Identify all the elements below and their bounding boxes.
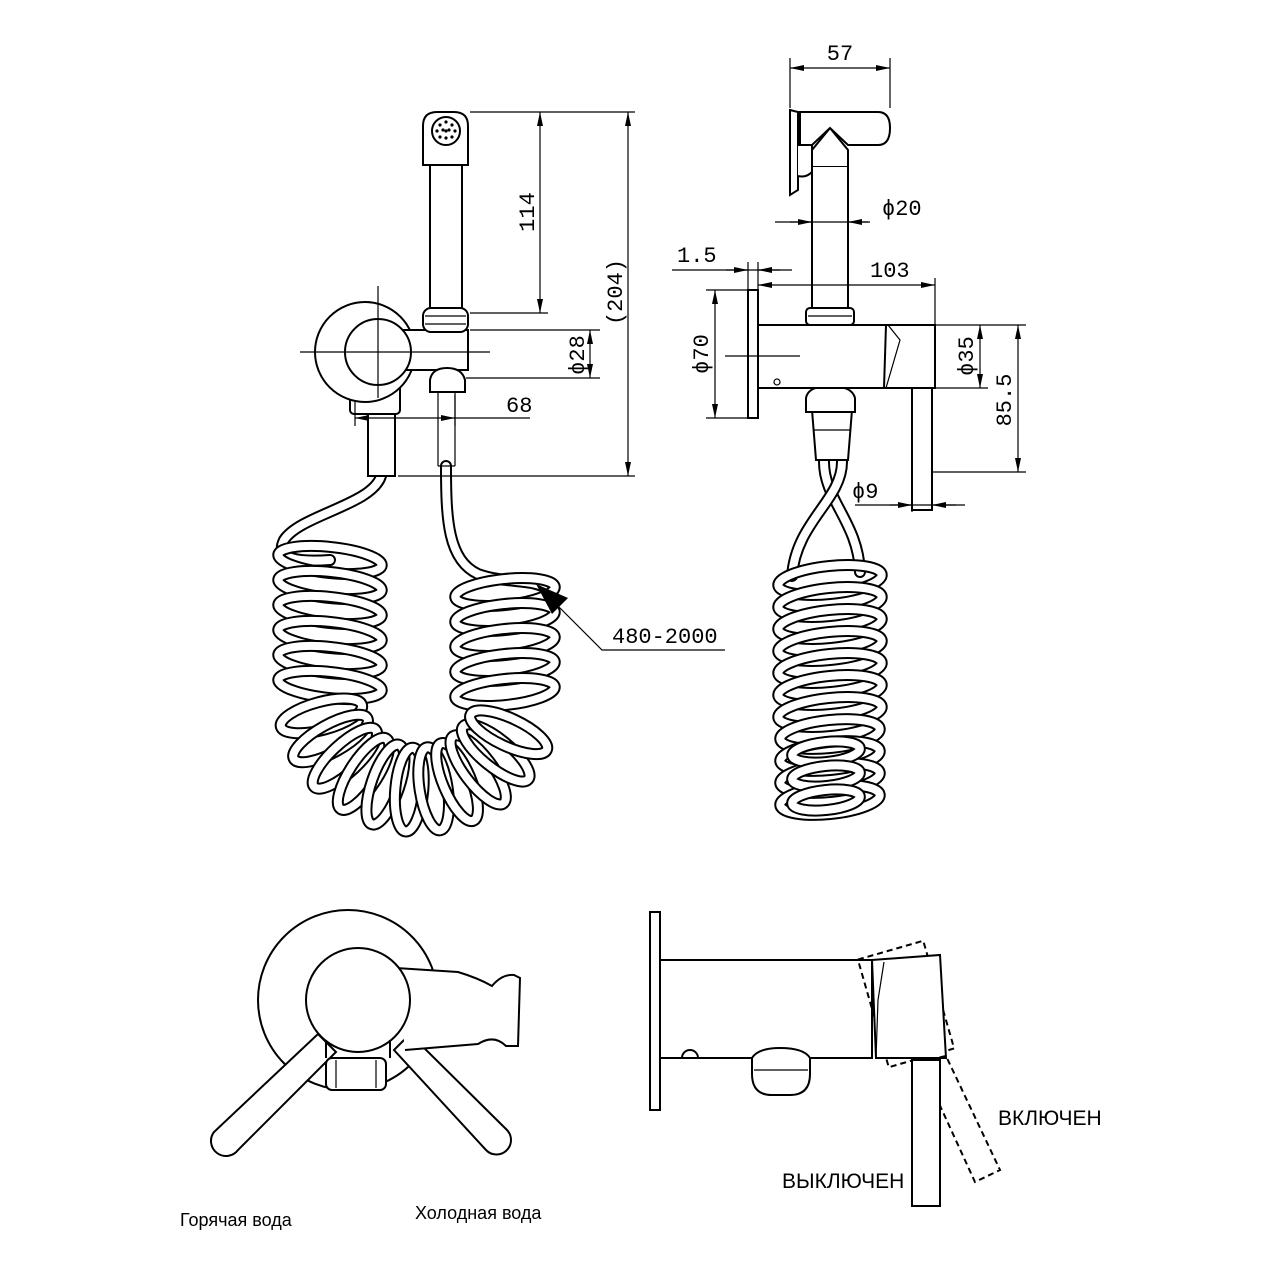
shower-body	[429, 164, 463, 309]
nozzle-hole	[444, 129, 448, 133]
side-hose-connector	[805, 384, 856, 461]
dim-total-height: (204)	[604, 259, 629, 325]
connector-nut	[805, 384, 856, 413]
detail-wall-plate	[649, 911, 661, 1111]
shower-connector	[422, 307, 469, 333]
hand-shower-side	[789, 108, 892, 326]
hose-lead-left-inner	[277, 472, 385, 565]
hose-length-leader: 480-2000	[536, 584, 725, 651]
dim-lever-height: 85.5	[993, 374, 1018, 427]
hose-twist-inner	[788, 458, 846, 580]
hose-loop-inner-inner	[788, 761, 864, 791]
hose-lead-right-outline	[440, 460, 554, 596]
spiral-hose-front	[272, 460, 561, 838]
nozzle-hole	[450, 123, 454, 127]
detail-inner-ring	[305, 947, 411, 1053]
hand-shower	[422, 111, 469, 333]
nozzle-hole	[450, 135, 454, 139]
front-detail: Горячая вода Холодная вода	[180, 909, 542, 1230]
nozzle-hole	[438, 135, 442, 139]
on-label: ВКЛЮЧЕН	[998, 1107, 1102, 1130]
holder-clip	[797, 144, 813, 178]
hose-connector	[429, 366, 466, 393]
spiral-hose-side	[772, 456, 888, 821]
nozzle-hole	[444, 120, 448, 124]
dim-body-diameter: ϕ35	[955, 336, 980, 376]
left-outlet-tube	[367, 411, 396, 477]
front-view: 480-2000	[272, 111, 725, 838]
nozzle-hole	[435, 129, 439, 133]
dim-head-width: 57	[827, 42, 853, 67]
cold-water-label: Холодная вода	[415, 1203, 542, 1223]
dim-tube-diameter: ϕ20	[882, 197, 922, 222]
nozzle-hole	[444, 136, 448, 140]
detail-knob	[870, 953, 948, 1059]
lever-off-position	[911, 1059, 941, 1207]
side-dimensions: 57 ϕ20 1.5 103 ϕ70 ϕ35 85.5	[672, 42, 1026, 512]
hose-loop-inner-inner	[788, 737, 864, 767]
detail-valve-cup	[325, 1040, 391, 1058]
control-knob	[882, 324, 936, 389]
dim-handle-height: 114	[516, 192, 541, 232]
nozzle-hole	[453, 129, 457, 133]
dim-lever-diameter: ϕ9	[852, 480, 878, 505]
nozzle-holes	[435, 120, 457, 140]
dim-plate-thickness: 1.5	[677, 244, 717, 269]
hose-loop-inner	[274, 666, 386, 704]
hose-twist-inner	[820, 458, 864, 576]
dim-outlet-spacing: 68	[506, 394, 532, 419]
hose-lead-right-inner	[442, 462, 552, 594]
hot-water-label: Горячая вода	[180, 1210, 293, 1230]
body-hole	[773, 378, 781, 386]
right-lever-cold	[392, 1032, 512, 1156]
dim-holder-diameter: ϕ28	[566, 335, 591, 375]
holder-plate	[789, 108, 799, 197]
hose-loop-inner-inner	[788, 785, 864, 815]
wall-plate	[747, 289, 759, 419]
side-detail: ВКЛЮЧЕН ВЫКЛЮЧЕН	[649, 911, 1102, 1207]
nozzle-hole	[441, 128, 445, 132]
side-view: 57 ϕ20 1.5 103 ϕ70 ϕ35 85.5	[672, 42, 1026, 821]
nozzle-hole	[438, 123, 442, 127]
detail-body	[659, 959, 873, 1059]
knob-bevel	[885, 324, 901, 389]
off-label: ВЫКЛЮЧЕН	[782, 1170, 904, 1193]
leader-arrowhead	[536, 584, 568, 614]
dim-flange-diameter: ϕ70	[690, 334, 715, 374]
left-lever-hot	[210, 1032, 338, 1157]
shower-head	[799, 111, 892, 146]
control-lever	[911, 387, 933, 511]
detail-cartridge	[325, 1057, 387, 1091]
hose-lobe-inner	[466, 706, 552, 759]
lever-on-outline	[918, 1054, 1002, 1184]
nozzle-hole	[447, 128, 451, 132]
detail-body-hole	[680, 1049, 700, 1059]
dim-hose-length: 480-2000	[612, 625, 718, 650]
detail-hose-connector	[751, 1046, 811, 1096]
shower-tube	[811, 165, 849, 311]
dim-body-length: 103	[870, 259, 910, 284]
detail-holder-bracket	[395, 967, 522, 1051]
connector-cone	[810, 409, 854, 461]
leader-line	[557, 605, 725, 651]
detail-knob-bevel	[875, 961, 885, 1059]
front-dimensions: 114 (204) ϕ28 68	[354, 111, 635, 477]
